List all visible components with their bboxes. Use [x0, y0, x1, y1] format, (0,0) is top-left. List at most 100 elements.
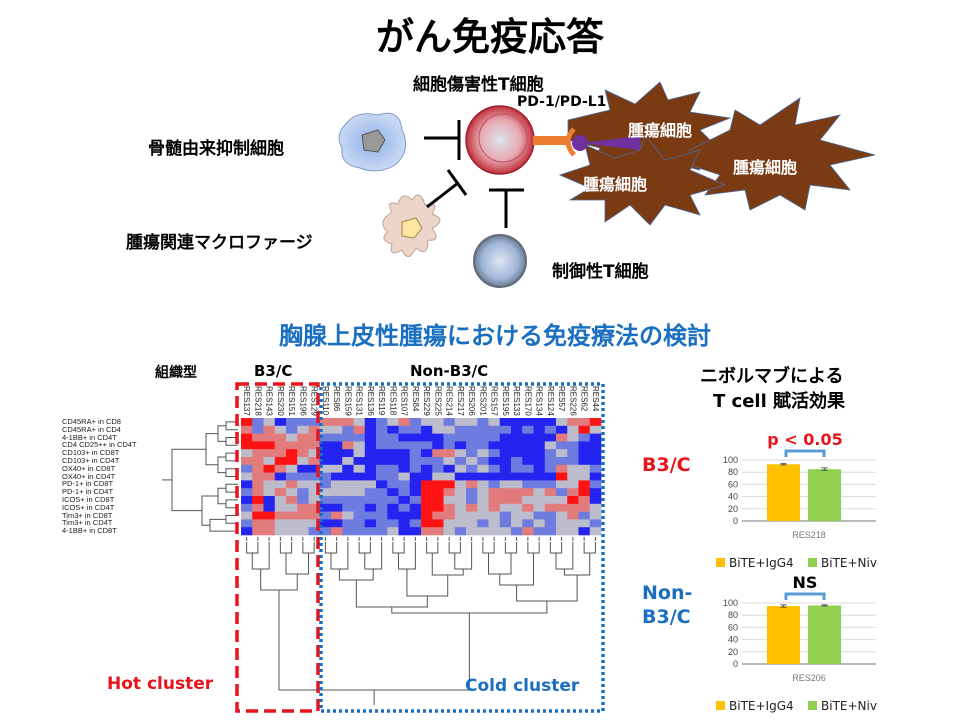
heatmap-cell [286, 449, 298, 458]
heatmap-cell [263, 488, 276, 497]
heatmap-cell [533, 496, 546, 505]
heatmap-cell [488, 464, 501, 473]
heatmap-cell [353, 418, 366, 427]
heatmap-cell [567, 480, 579, 489]
heatmap-cell [488, 511, 501, 520]
heatmap-cell [544, 464, 557, 473]
heatmap-cell [331, 480, 343, 489]
heatmap-cell [241, 425, 253, 434]
heatmap-cell [432, 464, 444, 473]
heatmap-cell [286, 496, 298, 505]
heatmap-cell [556, 425, 568, 434]
heatmap-cell [331, 496, 343, 505]
heatmap-cell [421, 503, 433, 512]
heatmap-cell [274, 519, 287, 528]
heatmap-cell [376, 464, 388, 473]
bar-BiTE+Niv [808, 469, 841, 521]
heatmap-cell [331, 527, 343, 536]
heatmap-column-label: RES206 [467, 386, 476, 416]
significance-bracket [784, 592, 826, 600]
heatmap-cell [443, 527, 456, 536]
tumor-cell-label: 腫瘍細胞 [628, 121, 693, 140]
heatmap-cell [241, 472, 253, 481]
heatmap-cell [511, 488, 523, 497]
heatmap-column-label: RES107 [399, 386, 409, 416]
heatmap-cell [499, 496, 512, 505]
heatmap-cell [274, 425, 287, 434]
heatmap-cell [241, 464, 253, 473]
heatmap-cell [286, 480, 298, 489]
heatmap-cell [567, 464, 579, 473]
heatmap-cell [421, 441, 433, 450]
heatmap-cell [297, 519, 309, 528]
heatmap-cell [533, 464, 546, 473]
heatmap-cell [286, 441, 298, 450]
column-dendrogram-branch [358, 542, 371, 554]
heatmap-cell [319, 425, 332, 434]
heatmap-cell [376, 472, 388, 481]
column-dendrogram-branch [488, 553, 512, 575]
heatmap-cell [241, 496, 253, 505]
heatmap-cell [342, 488, 354, 497]
heatmap-cell [499, 511, 512, 520]
heatmap-column-label: RES151 [287, 386, 296, 416]
heatmap-cell [544, 496, 557, 505]
heatmap-cell [499, 480, 512, 489]
heatmap-cell [241, 503, 253, 512]
heatmap-column-label: RES86 [332, 386, 341, 412]
heatmap-cell [409, 527, 422, 536]
y-tick-label: 100 [723, 598, 738, 608]
heatmap-cell [376, 496, 388, 505]
heatmap-cell [353, 441, 366, 450]
hot-cluster-box [235, 382, 320, 713]
heatmap-cell [544, 503, 557, 512]
heatmap-cell [387, 496, 399, 505]
heatmap-cell [443, 488, 456, 497]
heatmap-cell [522, 457, 534, 466]
pdl1-ligand-icon [580, 136, 640, 150]
heatmap-cell [578, 449, 591, 458]
heatmap-cell [432, 519, 444, 528]
heatmap-cell [533, 519, 546, 528]
heatmap-cell [241, 449, 253, 458]
heatmap-cell [421, 472, 433, 481]
heatmap-cell [477, 503, 489, 512]
heatmap-cell [578, 480, 591, 489]
heatmap-cell [286, 488, 298, 497]
heatmap-cell [364, 503, 377, 512]
heatmap-row-label: 4-1BB+ in CD4T [62, 432, 117, 442]
heatmap-cell [286, 425, 298, 434]
heatmap-cell [297, 527, 309, 536]
heatmap-cell [319, 503, 332, 512]
heatmap-cell [342, 433, 354, 442]
y-tick-label: 80 [728, 610, 738, 620]
heatmap-cell [556, 527, 568, 536]
heatmap-cell [499, 464, 512, 473]
heatmap-cell [274, 457, 287, 466]
heatmap-cell [364, 480, 377, 489]
heatmap-cell [533, 503, 546, 512]
heatmap-cell [252, 464, 264, 473]
heatmap-cell [477, 488, 489, 497]
row-dendrogram-branch [217, 456, 226, 474]
heatmap-cell [556, 441, 568, 450]
heatmap-cell [511, 503, 523, 512]
row-dendrogram-branch [217, 487, 226, 505]
bar-BiTE+IgG4 [767, 606, 800, 664]
heatmap-cell [241, 418, 253, 427]
heatmap-cell [544, 488, 557, 497]
heatmap-cell [522, 425, 534, 434]
heatmap-cell [466, 480, 478, 489]
heatmap-cell [409, 457, 422, 466]
heatmap-cell [466, 503, 478, 512]
heatmap-row-label: OX40+ in CD4T [62, 471, 116, 481]
heatmap-cell [308, 449, 321, 458]
heatmap-cell [522, 480, 534, 489]
heatmap-cell [589, 488, 602, 497]
heatmap-cell [556, 472, 568, 481]
heatmap-cell [263, 511, 276, 520]
heatmap-cell [353, 433, 366, 442]
error-bar [780, 463, 787, 466]
significance-bracket [784, 449, 826, 457]
